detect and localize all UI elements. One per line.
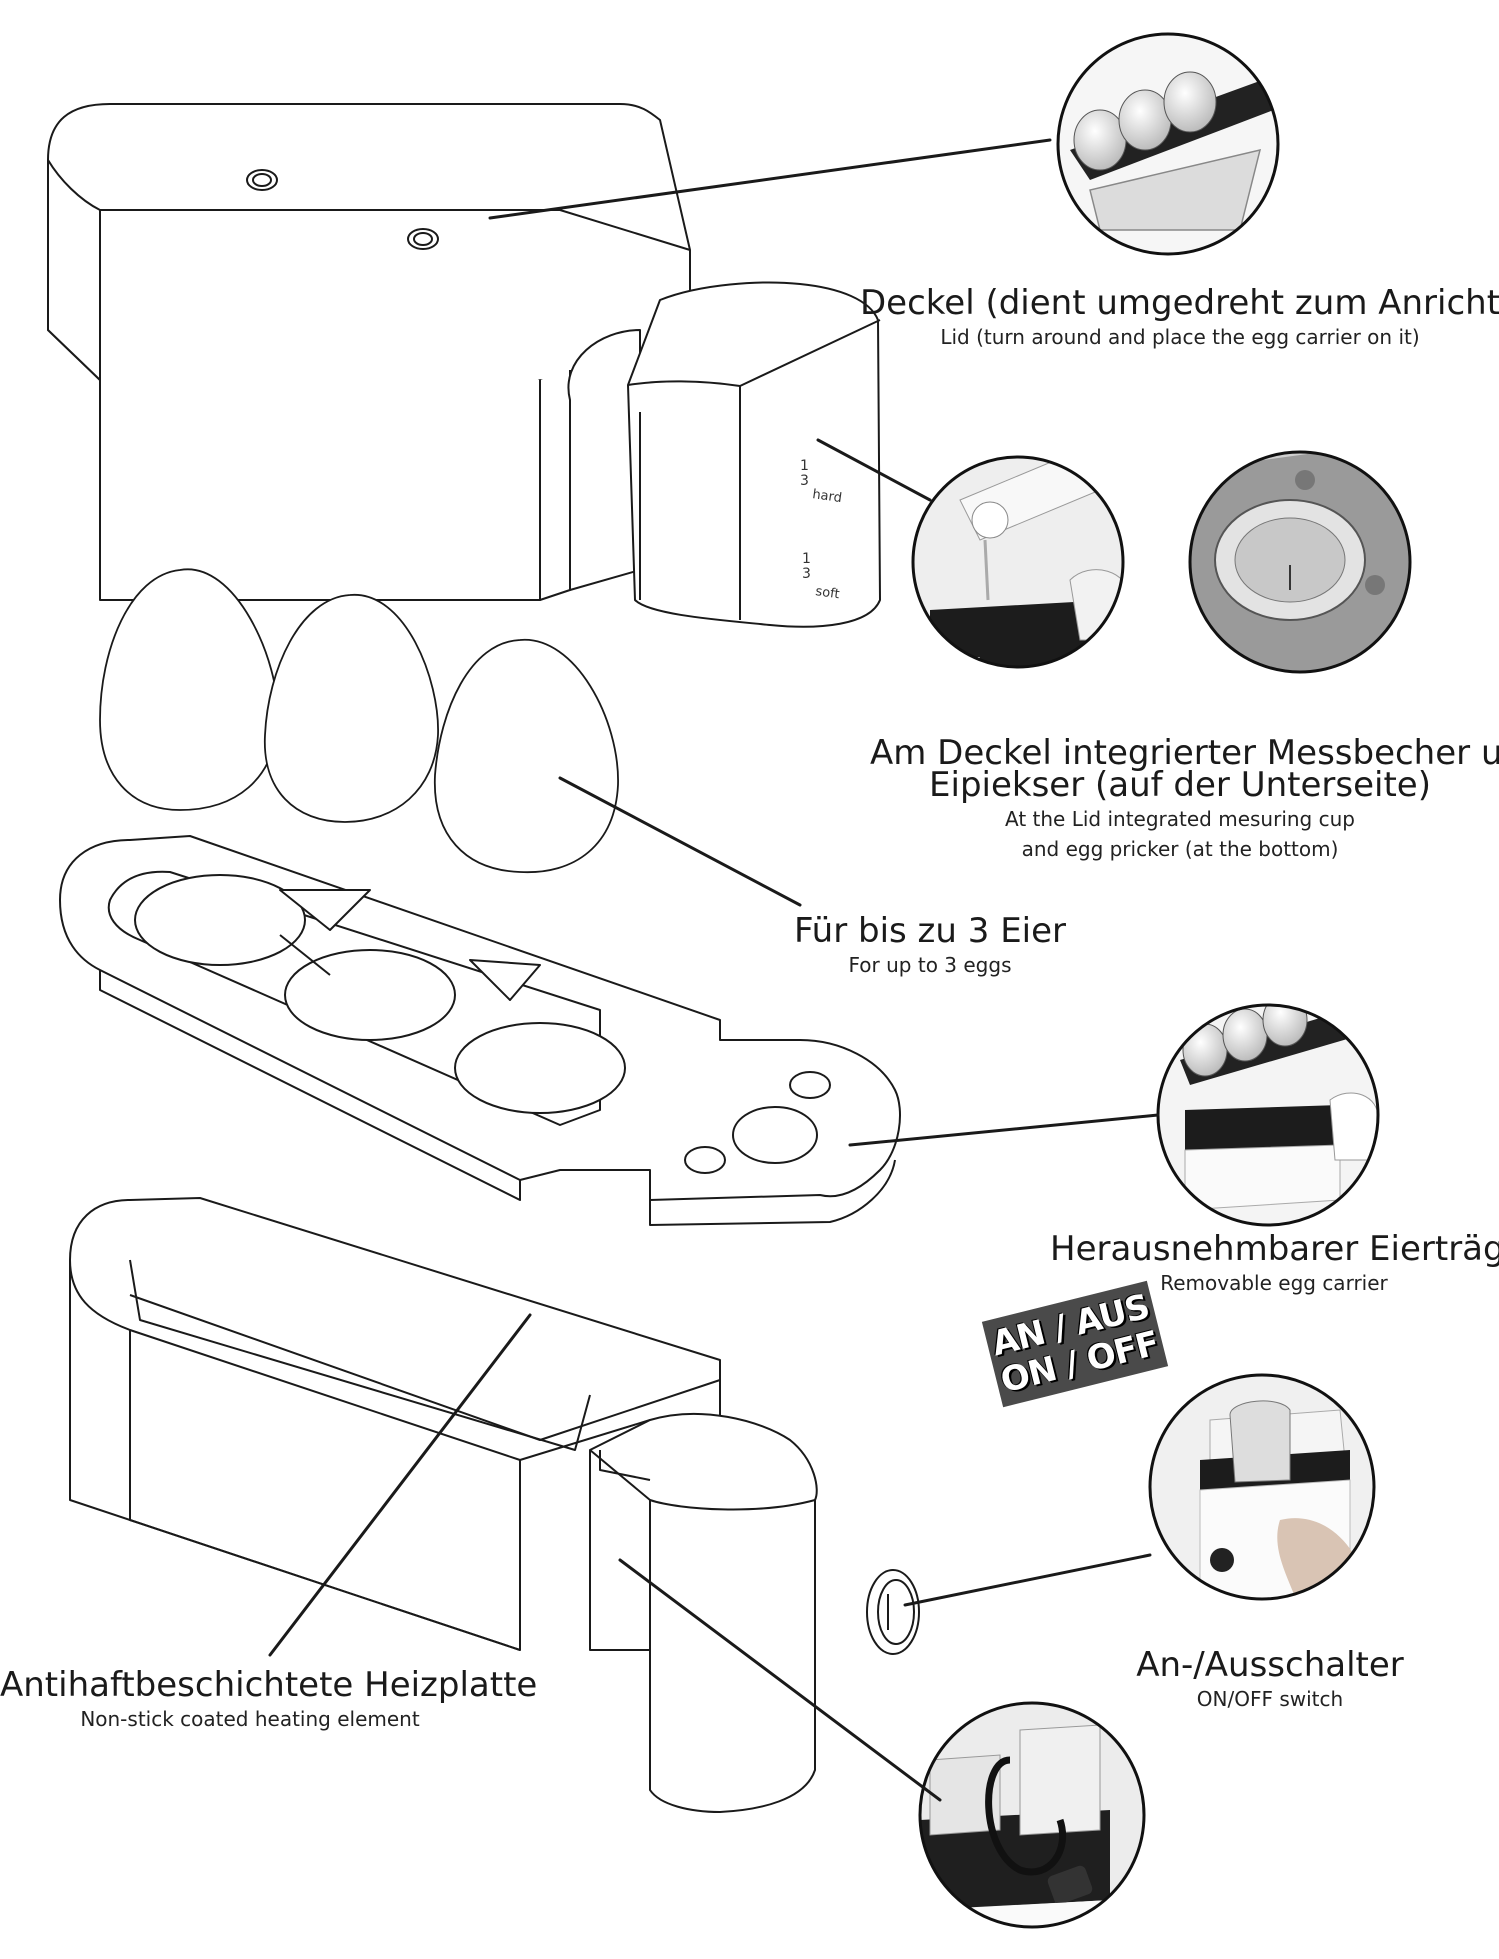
label-switch-en: ON/OFF switch bbox=[1196, 1687, 1344, 1711]
photo-on-off-switch bbox=[1148, 1373, 1376, 1601]
label-heating-de: Antihaftbeschichtete Heizplatte bbox=[0, 1665, 538, 1705]
cup-scale-3: 3 bbox=[800, 473, 809, 489]
label-switch-de: An-/Ausschalter bbox=[1136, 1645, 1404, 1685]
cup-scale-hard: hard bbox=[811, 487, 842, 506]
leader-switch bbox=[903, 1553, 1152, 1607]
label-eggs-de: Für bis zu 3 Eier bbox=[793, 911, 1067, 951]
label-carrier: Herausnehmbarer Eierträger Removable egg… bbox=[1050, 1229, 1499, 1298]
label-cup-de2: Eipiekser (auf der Unterseite) bbox=[929, 765, 1431, 805]
leader-lines bbox=[268, 138, 1160, 1802]
label-switch: An-/Ausschalter ON/OFF switch bbox=[1120, 1646, 1420, 1714]
leader-eggs bbox=[558, 776, 802, 907]
photo-cable-storage bbox=[918, 1701, 1146, 1929]
photo-lid-with-eggs bbox=[1056, 32, 1280, 256]
photo-brand-text: cloer bbox=[950, 653, 980, 667]
leader-carrier bbox=[848, 1113, 1160, 1147]
label-lid-en: Lid (turn around and place the egg carri… bbox=[940, 325, 1420, 349]
egg-carrier-drawing bbox=[59, 835, 901, 1226]
label-carrier-en: Removable egg carrier bbox=[1160, 1271, 1388, 1295]
lid-drawing bbox=[47, 103, 881, 628]
base-drawing bbox=[69, 1197, 920, 1813]
label-cup-de1: Am Deckel integrierter Messbecher und bbox=[870, 733, 1499, 773]
label-heating-en: Non-stick coated heating element bbox=[80, 1707, 420, 1731]
photo-egg-pricker bbox=[1188, 450, 1412, 674]
label-lid-de: Deckel (dient umgedreht zum Anrichten) bbox=[860, 283, 1499, 323]
leader-lid bbox=[488, 138, 1052, 220]
label-eggs: Für bis zu 3 Eier For up to 3 eggs bbox=[780, 912, 1080, 980]
leader-cup bbox=[816, 438, 932, 502]
label-lid: Deckel (dient umgedreht zum Anrichten) L… bbox=[860, 284, 1499, 352]
cup-scale-1b: 1 bbox=[802, 551, 811, 567]
label-cup-en2: and egg pricker (at the bottom) bbox=[1021, 837, 1339, 861]
label-eggs-en: For up to 3 eggs bbox=[848, 953, 1012, 977]
label-heating: Antihaftbeschichtete Heizplatte Non-stic… bbox=[0, 1665, 538, 1734]
cup-scale-soft: soft bbox=[814, 584, 840, 602]
cup-scale-1: 1 bbox=[800, 458, 809, 474]
label-cup-en1: At the Lid integrated mesuring cup bbox=[1005, 807, 1355, 831]
label-carrier-de: Herausnehmbarer Eierträger bbox=[1050, 1229, 1499, 1269]
eggs-drawing bbox=[99, 568, 619, 874]
photo-measuring-cup: cloer bbox=[911, 455, 1125, 669]
label-cup: Am Deckel integrierter Messbecher und Ei… bbox=[870, 733, 1499, 864]
leader-cable bbox=[618, 1558, 942, 1802]
cup-scale-3b: 3 bbox=[802, 566, 811, 582]
cup-scale-markings: 1 3 hard 1 3 soft bbox=[800, 458, 843, 602]
leader-heating bbox=[268, 1313, 532, 1657]
photo-removable-carrier bbox=[1156, 1003, 1380, 1227]
